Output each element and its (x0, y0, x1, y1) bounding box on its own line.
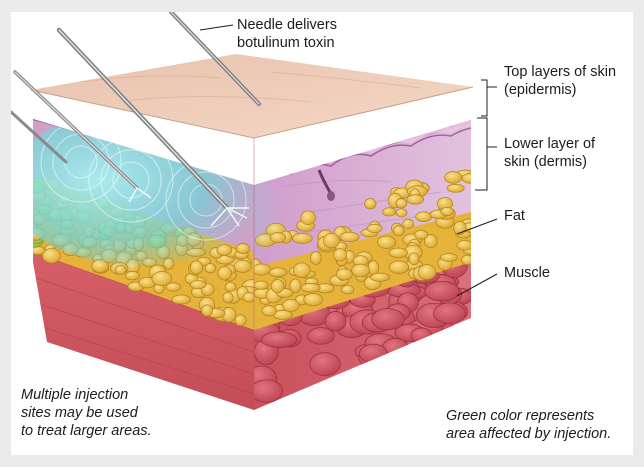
leader-lines (199, 24, 498, 297)
fat-globule (189, 280, 207, 290)
fat-globule (366, 223, 383, 234)
fat-globule (242, 291, 254, 303)
caption-left-line-3: to treat larger areas. (21, 423, 152, 439)
illustration-panel: Needle delivers botulinum toxin Top laye… (11, 12, 633, 455)
fat-globule (217, 266, 233, 281)
fat-globule (42, 248, 61, 264)
fat-globule (151, 271, 173, 287)
fat-globule (395, 198, 408, 209)
fat-globule (456, 239, 471, 251)
muscle-cell (307, 327, 335, 345)
muscle-cell (254, 379, 284, 403)
fat-globule (364, 198, 377, 210)
caption-right-line-1: Green color represents (446, 408, 595, 424)
fat-globule (402, 218, 415, 230)
caption-right: Green color represents area affected by … (446, 407, 611, 443)
muscle-cell (424, 281, 460, 302)
muscle-cell (371, 308, 405, 331)
epidermis-label-line-2: (epidermis) (504, 82, 577, 98)
injection-needles (11, 12, 261, 211)
fat-globule (406, 194, 424, 205)
fat-globule (204, 263, 217, 274)
fat-globule (440, 206, 454, 216)
left-face-layers (33, 119, 254, 410)
fat-globule (261, 305, 277, 317)
muscle-cell (410, 327, 433, 344)
muscle-label: Muscle (504, 264, 550, 282)
fat-globule (395, 208, 408, 218)
skin-cross-section-illustration (11, 12, 498, 410)
fat-globule (408, 252, 420, 266)
needle-label-line-2: botulinum toxin (237, 35, 335, 51)
fat-globule (165, 282, 181, 292)
muscle-cell (324, 311, 347, 332)
muscle-cell (433, 302, 466, 324)
caption-left-line-1: Multiple injection (21, 387, 129, 403)
caption-left: Multiple injection sites may be used to … (21, 386, 152, 440)
fat-globule (339, 231, 360, 243)
fat-globule (414, 229, 429, 240)
fat-globule (335, 268, 353, 281)
dermis-bracket (475, 117, 488, 191)
fat-globule (224, 281, 237, 292)
fat-globule (282, 298, 300, 313)
fat-globule (235, 243, 250, 255)
fat-globule (417, 264, 437, 280)
fat-globule (351, 263, 370, 278)
fat-globule (124, 270, 141, 281)
dermis-label-line-2: skin (dermis) (504, 154, 587, 170)
fat-globule (461, 254, 471, 266)
fat-globule (289, 278, 302, 293)
fat-globule (222, 291, 234, 304)
muscle-label-text: Muscle (504, 265, 550, 281)
fat-globule (367, 260, 380, 276)
fat-globule (388, 260, 410, 274)
caption-right-line-2: area affected by injection. (446, 426, 612, 442)
fat-globule (254, 280, 269, 290)
fat-globule (415, 211, 433, 222)
fat-globule (382, 207, 397, 217)
fat-globule (423, 234, 438, 249)
fat-globule (270, 279, 285, 294)
fat-label: Fat (504, 207, 525, 225)
muscle-cell (381, 338, 409, 359)
fat-label-text: Fat (504, 208, 525, 224)
caption-left-line-2: sites may be used (21, 405, 138, 421)
epidermis-bracket (481, 79, 488, 117)
fat-globule (189, 260, 204, 275)
fat-globule (303, 293, 324, 307)
needle-label-line-1: Needle delivers (237, 17, 337, 33)
fat-globule (392, 225, 405, 237)
muscle-cell (358, 343, 388, 364)
fat-globule (233, 259, 252, 273)
fat-globule (439, 253, 458, 262)
needle-label: Needle delivers botulinum toxin (237, 16, 337, 52)
fat-globule (171, 294, 191, 305)
fat-globule (340, 285, 355, 295)
fat-globule (461, 173, 471, 184)
dermis-label-line-1: Lower layer of (504, 136, 596, 152)
fat-globule (369, 272, 391, 282)
fat-globule (300, 282, 321, 293)
muscle-cell (261, 331, 298, 348)
fat-globule (333, 248, 347, 262)
needle-4 (11, 110, 68, 164)
fat-globule (446, 183, 465, 193)
fat-globule (201, 304, 213, 317)
fat-globule (234, 314, 247, 327)
muscle-cell (309, 352, 341, 376)
fat-globule (377, 235, 397, 249)
dermis-label: Lower layer of skin (dermis) (504, 135, 595, 171)
epidermis-label: Top layers of skin (epidermis) (504, 63, 616, 99)
fat-globule (444, 171, 463, 184)
epidermis-label-line-1: Top layers of skin (504, 64, 617, 80)
fat-globule (388, 247, 408, 258)
fat-globule (114, 264, 127, 275)
